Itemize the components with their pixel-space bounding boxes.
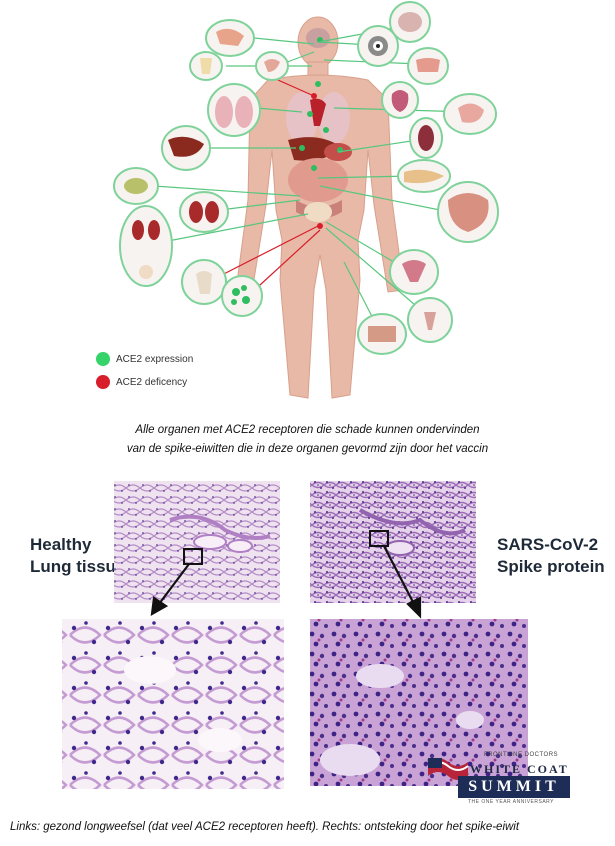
spike-zoom-box [369,530,389,547]
legend-expression-label: ACE2 expression [116,353,194,365]
legend-deficiency: ACE2 deficency [96,375,187,389]
internal-organs [286,28,352,229]
legend-expression-dot [96,352,110,366]
spike-tissue-detail [310,619,528,786]
tissue-comparison [62,481,528,789]
healthy-tissue-detail [62,619,284,789]
healthy-tissue-overview [114,481,280,603]
legend-deficiency-label: ACE2 deficency [116,376,188,388]
logo-middle-text: WHITE COAT [470,762,569,776]
logo-box-text: SUMMIT [458,776,570,798]
organ-kidney-thumb [179,191,229,233]
caption-bottom: Links: gezond longweefsel (dat veel ACE2… [10,821,520,833]
caption-top: Alle organen met ACE2 receptoren die sch… [0,421,615,459]
spike-label-line1: SARS-CoV-2 [497,535,599,554]
spike-label-line2: Spike protein [497,557,605,576]
logo-top-text: FRONTLINE DOCTORS [484,752,559,758]
deficiency-lines [211,79,321,297]
ace2-organ-diagram [113,1,499,399]
spike-tissue-overview [310,481,476,603]
organ-cells-thumb [221,275,263,317]
zoom-arrows [150,545,422,619]
healthy-zoom-box [183,548,203,565]
logo-tagline: THE ONE YEAR ANNIVERSARY [468,799,555,805]
caption-top-line1: Alle organen met ACE2 receptoren die sch… [135,424,480,436]
healthy-label: Healthy Lung tissue [30,534,125,578]
healthy-label-line1: Healthy [30,535,92,554]
legend-deficiency-dot [96,375,110,389]
caption-top-line2: van de spike-eiwitten die in deze organe… [126,443,489,455]
healthy-label-line2: Lung tissue [30,557,126,576]
spike-label: SARS-CoV-2 Spike protein [497,534,605,578]
organ-glyphs [124,12,489,342]
legend-expression: ACE2 expression [96,352,193,366]
logo-flag-icon [427,758,469,780]
